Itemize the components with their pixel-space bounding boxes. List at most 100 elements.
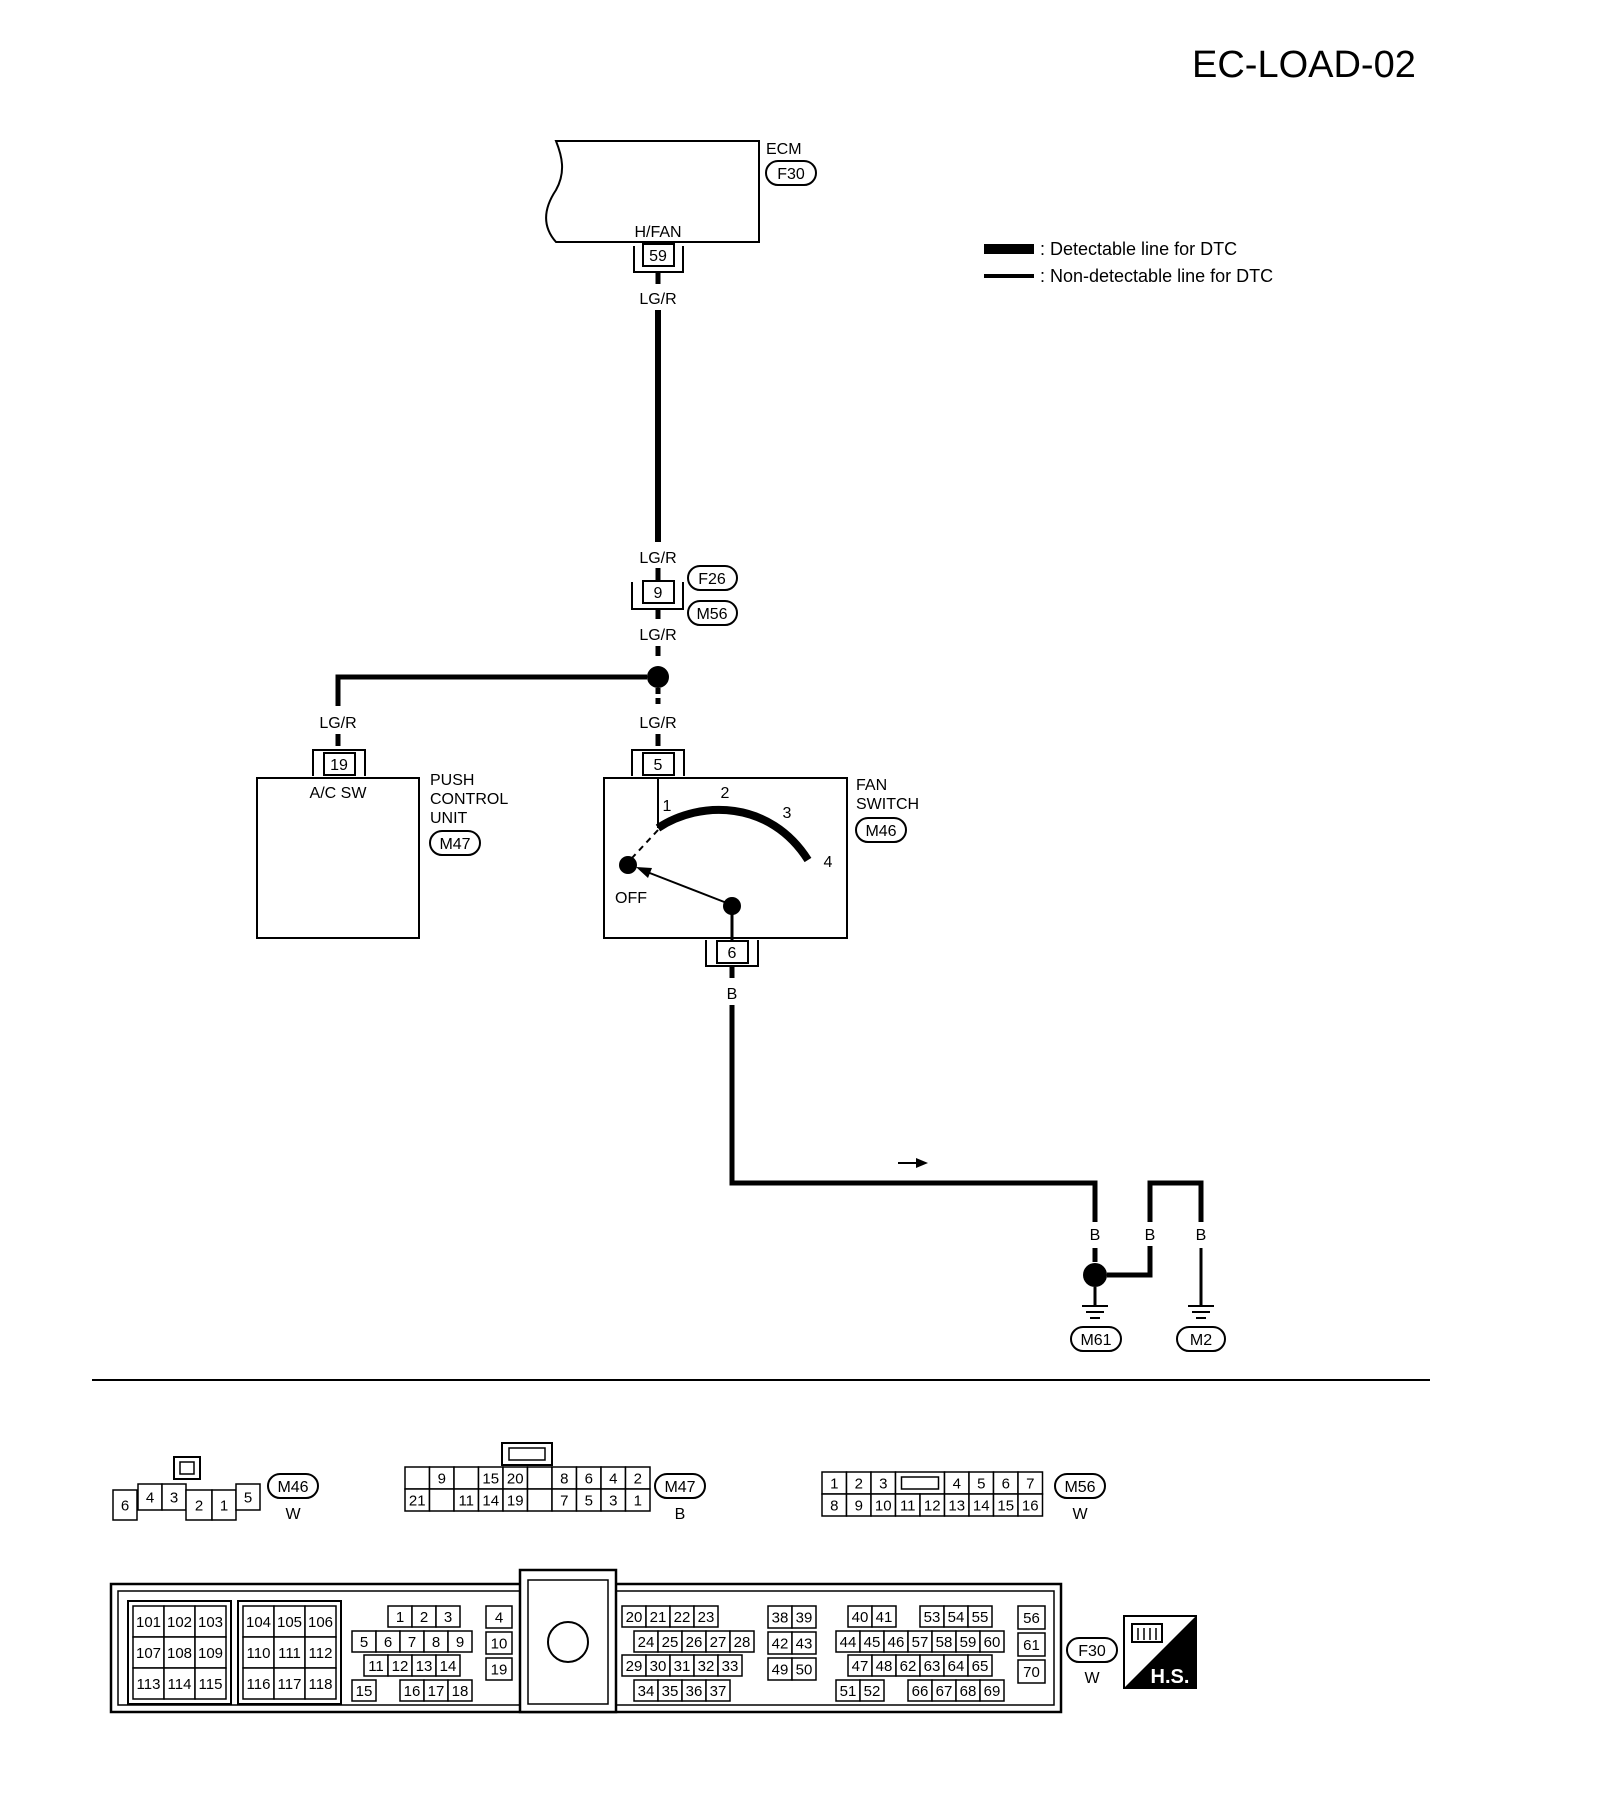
connector-pin: 23 [693,1605,719,1628]
connector-pin-label: 29 [626,1658,643,1675]
connector-pin-label: 14 [973,1498,990,1515]
wire-color-label: B [727,986,738,1003]
connector-pin-label: 32 [698,1658,715,1675]
connector-view-color: W [285,1506,301,1523]
connector-pin-label: 1 [396,1609,404,1626]
connector-pin: 14 [968,1493,995,1517]
connector-pin-label: 12 [392,1658,409,1675]
connector-pin: 40 [847,1605,873,1628]
connector-pin-label: 48 [876,1658,893,1675]
connector-pin-label: 102 [167,1614,192,1631]
connector-pin: 14 [435,1654,461,1677]
connector-pin-label: 6 [1002,1476,1010,1493]
connector-pin: 9 [428,1466,455,1490]
connector-pin-label: 27 [710,1634,727,1651]
connector-view-id: M46 [277,1479,308,1496]
ground-m2: M2 [1190,1332,1212,1349]
ecm-terminal: 59 [649,248,667,265]
connector-pin-label: 37 [710,1683,727,1700]
wire-color-label: B [1090,1227,1101,1244]
wire-color-label: LG/R [639,550,676,567]
connector-pin: 30 [645,1654,671,1677]
connector-pin-label: 69 [984,1683,1001,1700]
connector-pin: 42 [767,1631,793,1655]
connector-pin-label: 7 [1026,1476,1034,1493]
connector-pin: 24 [633,1630,659,1653]
legend: : Detectable line for DTC : Non-detectab… [984,239,1273,286]
connector-pin-label: 18 [452,1683,469,1700]
connector-pin-label: 28 [734,1634,751,1651]
connector-view-color: W [1084,1670,1100,1687]
connector-pin: 6 [375,1630,401,1653]
connector-pin-label: 51 [840,1683,857,1700]
connector-pin-label: 5 [360,1634,368,1651]
connector-pin: 31 [669,1654,695,1677]
legend-detectable: : Detectable line for DTC [1040,239,1237,259]
connector-pin-label: 3 [879,1476,887,1493]
connector-pin: 11 [363,1654,389,1677]
connector-pin: 10 [870,1493,897,1517]
connector-pin-label: 108 [167,1645,192,1662]
connector-pin: 19 [485,1657,513,1681]
connector-pin-label: 109 [198,1645,223,1662]
connector-pin-label: 25 [662,1634,679,1651]
connector-pin-label: 6 [585,1471,593,1488]
connector-pin-label: 63 [924,1658,941,1675]
connector-pin: 6 [992,1471,1019,1495]
wire-color-label: LG/R [639,627,676,644]
push-control-name-3: UNIT [430,810,468,827]
connector-pin: 66 [907,1679,933,1702]
connector-pin-label: 45 [864,1634,881,1651]
connector-pin: 43 [791,1631,817,1655]
connector-pin: 28 [729,1630,755,1653]
connector-pin-label: 24 [638,1634,655,1651]
connector-pin-label: 52 [864,1683,881,1700]
connector-pin [404,1466,431,1490]
connector-pin-label: 4 [953,1476,961,1493]
connector-pin: 5 [351,1630,377,1653]
ecm-unit: ECM F30 H/FAN 59 [545,140,817,273]
wire-joint-to-splice: LG/R LG/R LG/R [319,609,677,746]
wire-color-label: LG/R [319,715,356,732]
joint-connector-bottom: M56 [696,606,727,623]
connector-pin-label: 1 [634,1493,642,1510]
connector-pin-label: 101 [136,1614,161,1631]
connector-icon [1131,1623,1163,1643]
connector-pin-label: 113 [137,1676,161,1693]
connector-pin: 2 [624,1466,651,1490]
connector-pin: 53 [919,1605,945,1628]
connector-pin-label: 31 [674,1658,691,1675]
connector-pin-label: 46 [888,1634,905,1651]
connector-pin-label: 16 [1022,1498,1039,1515]
connector-pin-label: 104 [246,1614,271,1631]
connector-pin: 62 [895,1654,921,1677]
fan-off-label: OFF [615,890,647,907]
connector-pin: 14 [477,1488,504,1512]
connector-pin: 67 [931,1679,957,1702]
connector-pin: 3 [435,1605,461,1628]
connector-pin: 7 [551,1488,578,1512]
connector-pin: 29 [621,1654,647,1677]
connector-pin: 6 [575,1466,602,1490]
connector-pin: 12 [919,1493,946,1517]
push-control-name-2: CONTROL [430,791,508,808]
connector-pin: 44 [835,1630,861,1653]
connector-pin-label: 47 [852,1658,869,1675]
connector-pin-label: 3 [444,1609,452,1626]
connector-pin-label: 64 [948,1658,965,1675]
connector-pin: 60 [979,1630,1005,1653]
connector-pin-label: 14 [482,1493,499,1510]
connector-pin: 9 [447,1630,473,1653]
connector-pin: 6 [112,1489,138,1521]
push-control-connector: M47 [439,836,470,853]
connector-pin: 16 [1017,1493,1044,1517]
fan-position-2: 2 [721,785,730,802]
wire-color-label: LG/R [639,715,676,732]
connector-pin-label: 70 [1023,1664,1040,1681]
connector-pin: 55 [967,1605,993,1628]
connector-pin-label: 106 [308,1614,333,1631]
connector-pin: 2 [845,1471,872,1495]
connector-pin-label: 103 [198,1614,223,1631]
